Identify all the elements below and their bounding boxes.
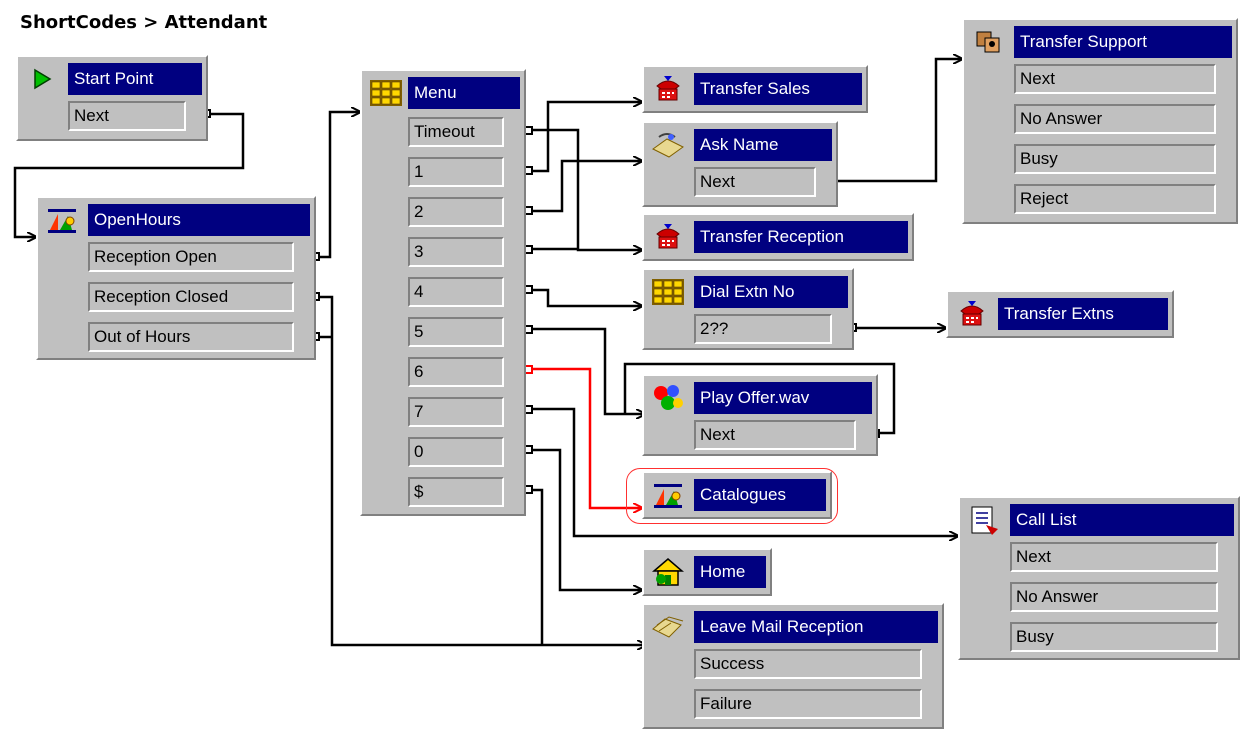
- output-slot[interactable]: No Answer: [1010, 582, 1218, 612]
- time-profile-icon: [648, 477, 688, 513]
- output-slot[interactable]: Timeout: [408, 117, 504, 147]
- connector-menu-7: [529, 407, 958, 536]
- output-slot[interactable]: $: [408, 477, 504, 507]
- record-icon: [648, 127, 688, 163]
- output-slot[interactable]: No Answer: [1014, 104, 1216, 134]
- output-slot[interactable]: 4: [408, 277, 504, 307]
- connector-reception-open: [316, 112, 360, 259]
- output-slot[interactable]: Reject: [1014, 184, 1216, 214]
- start-arrow-icon: [22, 61, 62, 97]
- node-home[interactable]: Home: [642, 548, 772, 596]
- output-slot[interactable]: Out of Hours: [88, 322, 294, 352]
- output-slot[interactable]: 3: [408, 237, 504, 267]
- keypad-icon: [648, 274, 688, 310]
- output-slot[interactable]: Reception Closed: [88, 282, 294, 312]
- node-catalogues[interactable]: Catalogues: [642, 471, 832, 519]
- node-title[interactable]: Transfer Extns: [998, 298, 1168, 330]
- output-slot[interactable]: Success: [694, 649, 922, 679]
- node-title[interactable]: Ask Name: [694, 129, 832, 161]
- connector-start-next: [13, 112, 245, 237]
- output-slot[interactable]: Busy: [1014, 144, 1216, 174]
- port: [524, 285, 533, 294]
- node-transfer-extns[interactable]: Transfer Extns: [946, 290, 1174, 338]
- time-profile-icon: [42, 202, 82, 238]
- node-title[interactable]: Dial Extn No: [694, 276, 848, 308]
- node-title[interactable]: Transfer Reception: [694, 221, 908, 253]
- node-title[interactable]: Start Point: [68, 63, 202, 95]
- node-title[interactable]: OpenHours: [88, 204, 310, 236]
- output-slot[interactable]: 7: [408, 397, 504, 427]
- transfer-phone-icon: [952, 296, 992, 332]
- node-title[interactable]: Home: [694, 556, 766, 588]
- port: [524, 166, 533, 175]
- connector-menu-1: [529, 102, 642, 173]
- home-icon: [648, 554, 688, 590]
- output-slot[interactable]: 5: [408, 317, 504, 347]
- port: [524, 485, 533, 494]
- port: [524, 206, 533, 215]
- play-shapes-icon: [648, 380, 688, 416]
- keypad-icon: [366, 75, 406, 111]
- connector-menu-2: [529, 161, 642, 213]
- connector-ask-name-next: [834, 59, 962, 183]
- output-slot[interactable]: Failure: [694, 689, 922, 719]
- output-slot[interactable]: Busy: [1010, 622, 1218, 652]
- output-slot[interactable]: 0: [408, 437, 504, 467]
- output-slot[interactable]: 2??: [694, 314, 832, 344]
- output-slot[interactable]: Next: [68, 101, 186, 131]
- output-slot[interactable]: Next: [694, 167, 816, 197]
- connector-menu-4: [529, 288, 642, 306]
- node-title[interactable]: Menu: [408, 77, 520, 109]
- catalogues-highlight: [626, 468, 838, 524]
- connector-menu-0: [529, 448, 642, 590]
- port: [524, 445, 533, 454]
- output-slot[interactable]: Next: [694, 420, 856, 450]
- node-transfer-reception[interactable]: Transfer Reception: [642, 213, 914, 261]
- output-slot[interactable]: 1: [408, 157, 504, 187]
- port: [524, 325, 533, 334]
- node-transfer-sales[interactable]: Transfer Sales: [642, 65, 868, 113]
- call-list-icon: [964, 502, 1004, 538]
- node-title[interactable]: Play Offer.wav: [694, 382, 872, 414]
- transfer-phone-icon: [648, 71, 688, 107]
- node-title[interactable]: Catalogues: [694, 479, 826, 511]
- port: [524, 405, 533, 414]
- connector-menu-timeout: [529, 128, 642, 250]
- transfer-phone-icon: [648, 219, 688, 255]
- port: [524, 126, 533, 135]
- leave-mail-icon: [648, 609, 688, 645]
- node-title[interactable]: Leave Mail Reception: [694, 611, 938, 643]
- node-title[interactable]: Call List: [1010, 504, 1234, 536]
- port: [524, 245, 533, 254]
- connector-reception-closed: [316, 295, 646, 645]
- output-slot[interactable]: Next: [1010, 542, 1218, 572]
- connector-menu-6: [529, 367, 642, 508]
- connector-menu-5: [529, 327, 645, 414]
- connector-menu-dollar: [529, 488, 544, 645]
- node-title[interactable]: Transfer Support: [1014, 26, 1232, 58]
- output-slot[interactable]: Next: [1014, 64, 1216, 94]
- node-title[interactable]: Transfer Sales: [694, 73, 862, 105]
- output-slot[interactable]: 6: [408, 357, 504, 387]
- node-dial-extn[interactable]: Dial Extn No 2??: [642, 268, 854, 350]
- assisted-transfer-icon: [968, 24, 1008, 60]
- output-slot[interactable]: 2: [408, 197, 504, 227]
- connector-play-offer-next: [623, 362, 896, 435]
- output-slot[interactable]: Reception Open: [88, 242, 294, 272]
- port: [524, 365, 533, 374]
- breadcrumb-title: ShortCodes > Attendant: [20, 12, 268, 33]
